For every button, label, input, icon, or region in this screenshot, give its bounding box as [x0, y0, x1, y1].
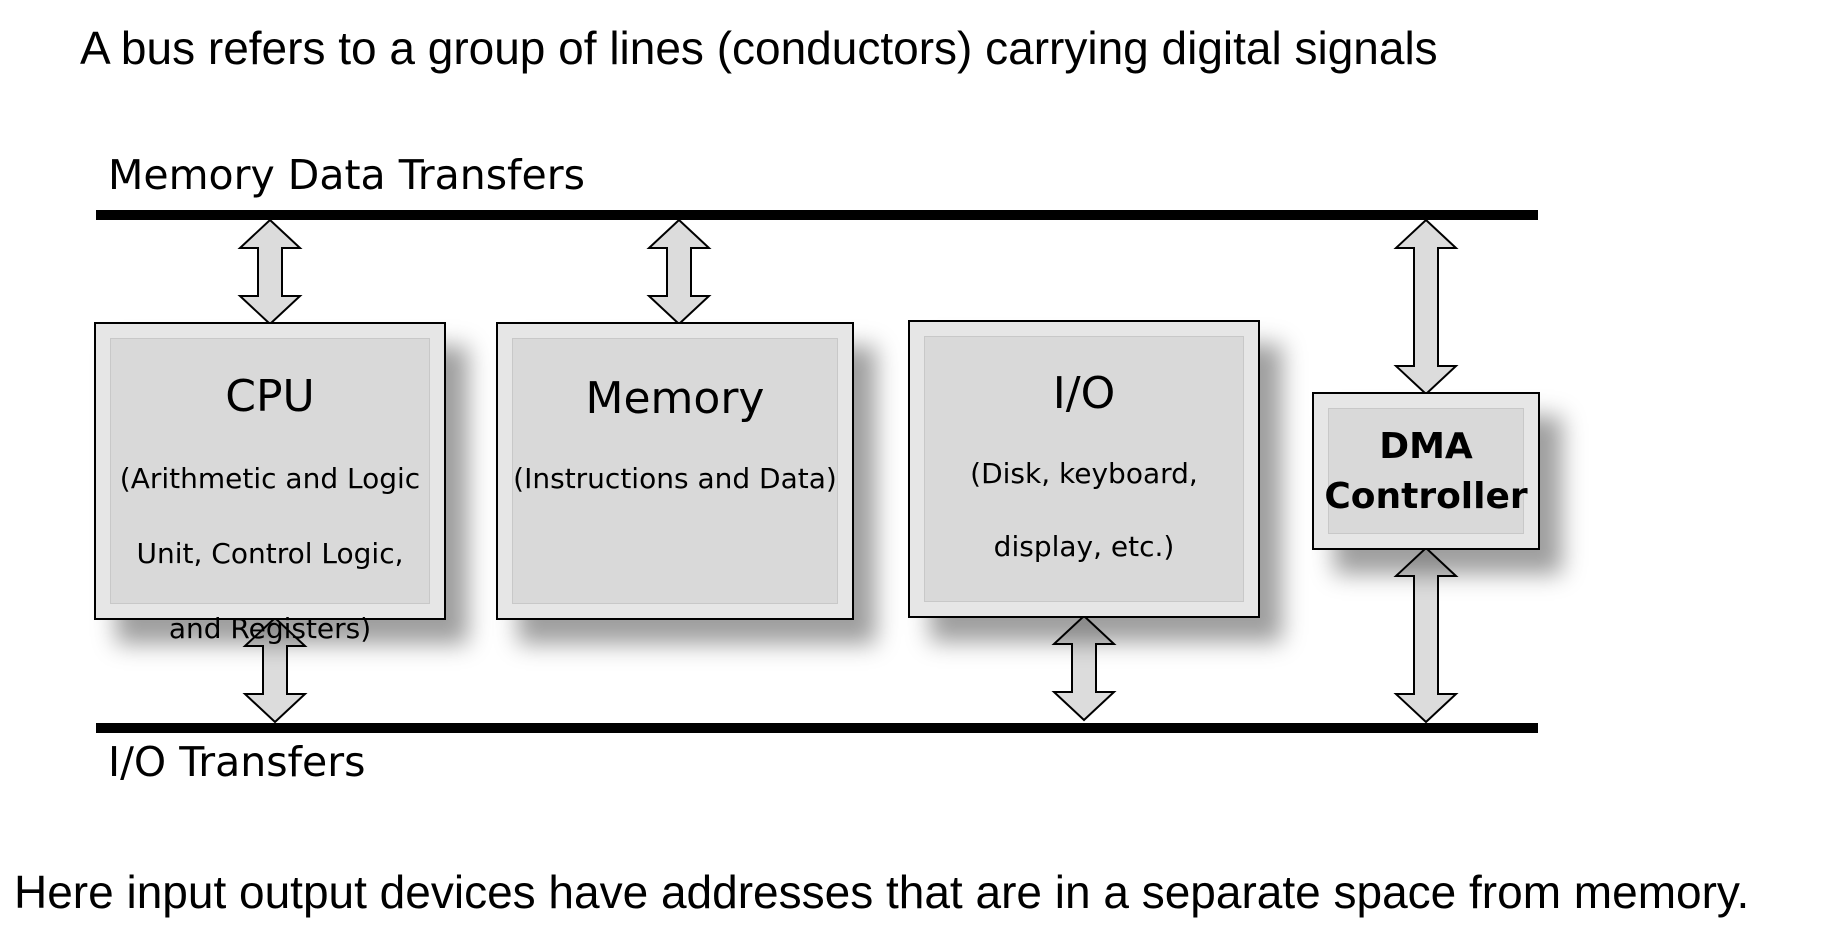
io-bus-line: [96, 723, 1538, 733]
diagram-heading: A bus refers to a group of lines (conduc…: [80, 22, 1438, 74]
diagram-footer: Here input output devices have addresses…: [14, 866, 1750, 918]
cpu-desc-line: Unit, Control Logic,: [136, 537, 404, 570]
dma-controller-box: DMA Controller: [1312, 392, 1540, 550]
dma-title-line: DMA: [1379, 426, 1473, 467]
cpu-box: CPU (Arithmetic and Logic Unit, Control …: [94, 322, 446, 645]
memory-box: Memory (Instructions and Data): [496, 322, 854, 620]
io-transfers-label: I/O Transfers: [108, 738, 366, 786]
cpu-title: CPU: [225, 371, 315, 422]
io-io-bus-arrow: [1051, 614, 1117, 722]
cpu-desc-line: (Arithmetic and Logic: [119, 462, 421, 495]
cpu-io-bus-arrow: [242, 616, 308, 724]
io-desc-line: (Disk, keyboard,: [970, 457, 1198, 490]
io-desc-line: display, etc.): [993, 530, 1175, 563]
memory-bus-line: [96, 210, 1538, 220]
io-title: I/O: [1052, 368, 1116, 419]
memory-title: Memory: [585, 373, 765, 424]
cpu-memory-bus-arrow: [237, 218, 303, 326]
dma-title-line: Controller: [1324, 476, 1528, 517]
memory-data-transfers-label: Memory Data Transfers: [108, 151, 585, 199]
io-box: I/O (Disk, keyboard, display, etc.): [908, 320, 1260, 618]
memory-memory-bus-arrow: [646, 218, 712, 326]
cpu-desc-line: and Registers): [168, 612, 372, 645]
dma-io-bus-arrow: [1393, 546, 1459, 724]
memory-desc-line: (Instructions and Data): [513, 462, 837, 495]
dma-memory-bus-arrow: [1393, 218, 1459, 396]
